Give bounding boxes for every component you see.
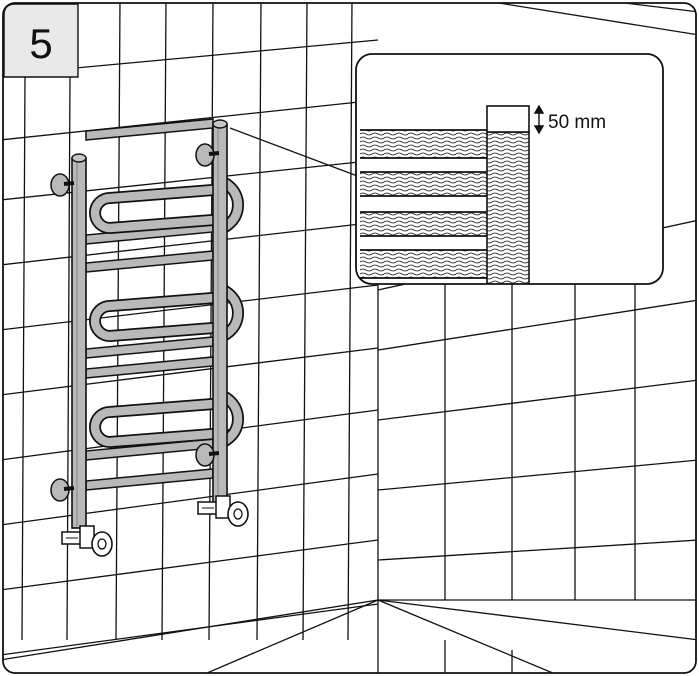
tile-joint	[377, 299, 696, 351]
tile-joint	[66, 76, 71, 641]
tile-joint	[377, 459, 696, 491]
radiator-rung	[85, 118, 214, 141]
radiator-rung	[85, 250, 214, 273]
tile-joint	[115, 3, 121, 641]
detail-rail-bar	[360, 172, 487, 196]
detail-rail-bar	[360, 250, 487, 278]
detail-rail-bar	[360, 130, 487, 158]
step-badge: 5	[3, 3, 79, 78]
radiator-loop	[90, 185, 218, 233]
radiator-loop	[90, 293, 218, 341]
valve-icon	[61, 525, 113, 557]
detail-rail-bar	[360, 212, 487, 236]
tile-joint	[3, 221, 379, 266]
tile-joint	[377, 539, 696, 561]
tile-joint	[3, 284, 379, 331]
step-number: 5	[29, 20, 52, 67]
valve-icon	[197, 495, 249, 527]
radiator-rungs	[85, 118, 214, 491]
detail-upright-pipe	[486, 131, 530, 284]
tile-joint	[302, 3, 308, 641]
radiator-rung	[85, 356, 214, 379]
tile-joint	[256, 3, 262, 641]
tile-joint	[3, 599, 379, 661]
tile-joint	[3, 99, 379, 141]
radiator-loop	[90, 399, 218, 447]
left-upright-pipe	[71, 157, 87, 529]
wall-bracket-icon	[50, 478, 75, 502]
wall-bracket-icon	[195, 143, 220, 167]
dimension-label: 50 mm	[548, 112, 606, 133]
spacing-detail-inset: 50 mm	[355, 53, 664, 285]
right-upright-pipe	[212, 123, 228, 507]
detail-leader-line	[229, 127, 369, 181]
detail-rail-bars	[360, 129, 487, 279]
tile-joint	[347, 3, 353, 641]
tile-joint	[3, 347, 379, 396]
towel-radiator	[50, 118, 249, 557]
tile-joint	[3, 539, 379, 591]
tile-joint	[599, 3, 696, 13]
tile-joint	[208, 3, 214, 641]
wall-bracket-icon	[195, 443, 220, 467]
tile-joint	[199, 599, 379, 673]
wall-brackets	[50, 143, 220, 502]
radiator-loops	[89, 174, 244, 450]
detail-pipe-cap-gap	[486, 105, 530, 133]
tile-joint	[21, 76, 26, 641]
tile-joint	[377, 599, 561, 673]
radiator-valves	[61, 495, 249, 557]
tile-joint	[377, 379, 696, 421]
arrow-double-vertical-icon	[533, 104, 545, 135]
tile-joint	[479, 3, 696, 36]
tile-joint	[377, 599, 696, 641]
tile-joint	[3, 473, 379, 526]
tile-joint	[161, 3, 167, 641]
radiator-rung	[85, 468, 214, 491]
wall-bracket-icon	[50, 173, 75, 197]
